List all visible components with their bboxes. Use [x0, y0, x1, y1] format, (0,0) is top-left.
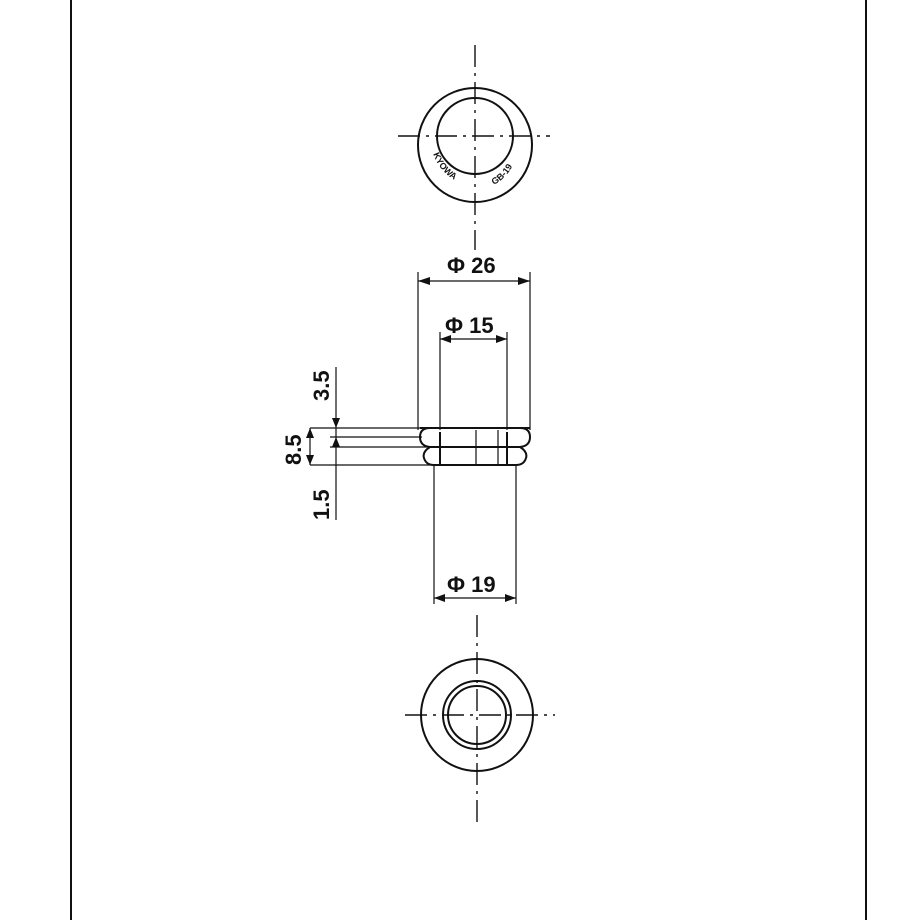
- dim-mount-diameter: Φ 19: [433, 466, 517, 604]
- dim-outer-diameter: Φ 26: [417, 253, 531, 430]
- groove-height-label: 8.5: [281, 434, 306, 465]
- part-marking-text: GB-19: [490, 162, 515, 187]
- top-height-label: 3.5: [309, 370, 334, 401]
- top-view: KYOWA GB-19: [398, 45, 550, 250]
- mount-diameter-label: Φ 19: [447, 572, 496, 597]
- section-view: [418, 427, 532, 466]
- inner-diameter-label: Φ 15: [445, 313, 494, 338]
- bottom-view: [405, 615, 555, 825]
- dim-inner-diameter: Φ 15: [439, 313, 508, 430]
- dim-heights: 3.5 8.5 1.5: [281, 367, 434, 520]
- flange-outline: [418, 427, 532, 448]
- brand-marking: KYOWA: [431, 151, 459, 182]
- bottom-height-label: 1.5: [309, 489, 334, 520]
- brand-marking-text: KYOWA: [431, 151, 459, 182]
- outer-diameter-label: Φ 26: [447, 253, 496, 278]
- part-marking: GB-19: [490, 162, 515, 187]
